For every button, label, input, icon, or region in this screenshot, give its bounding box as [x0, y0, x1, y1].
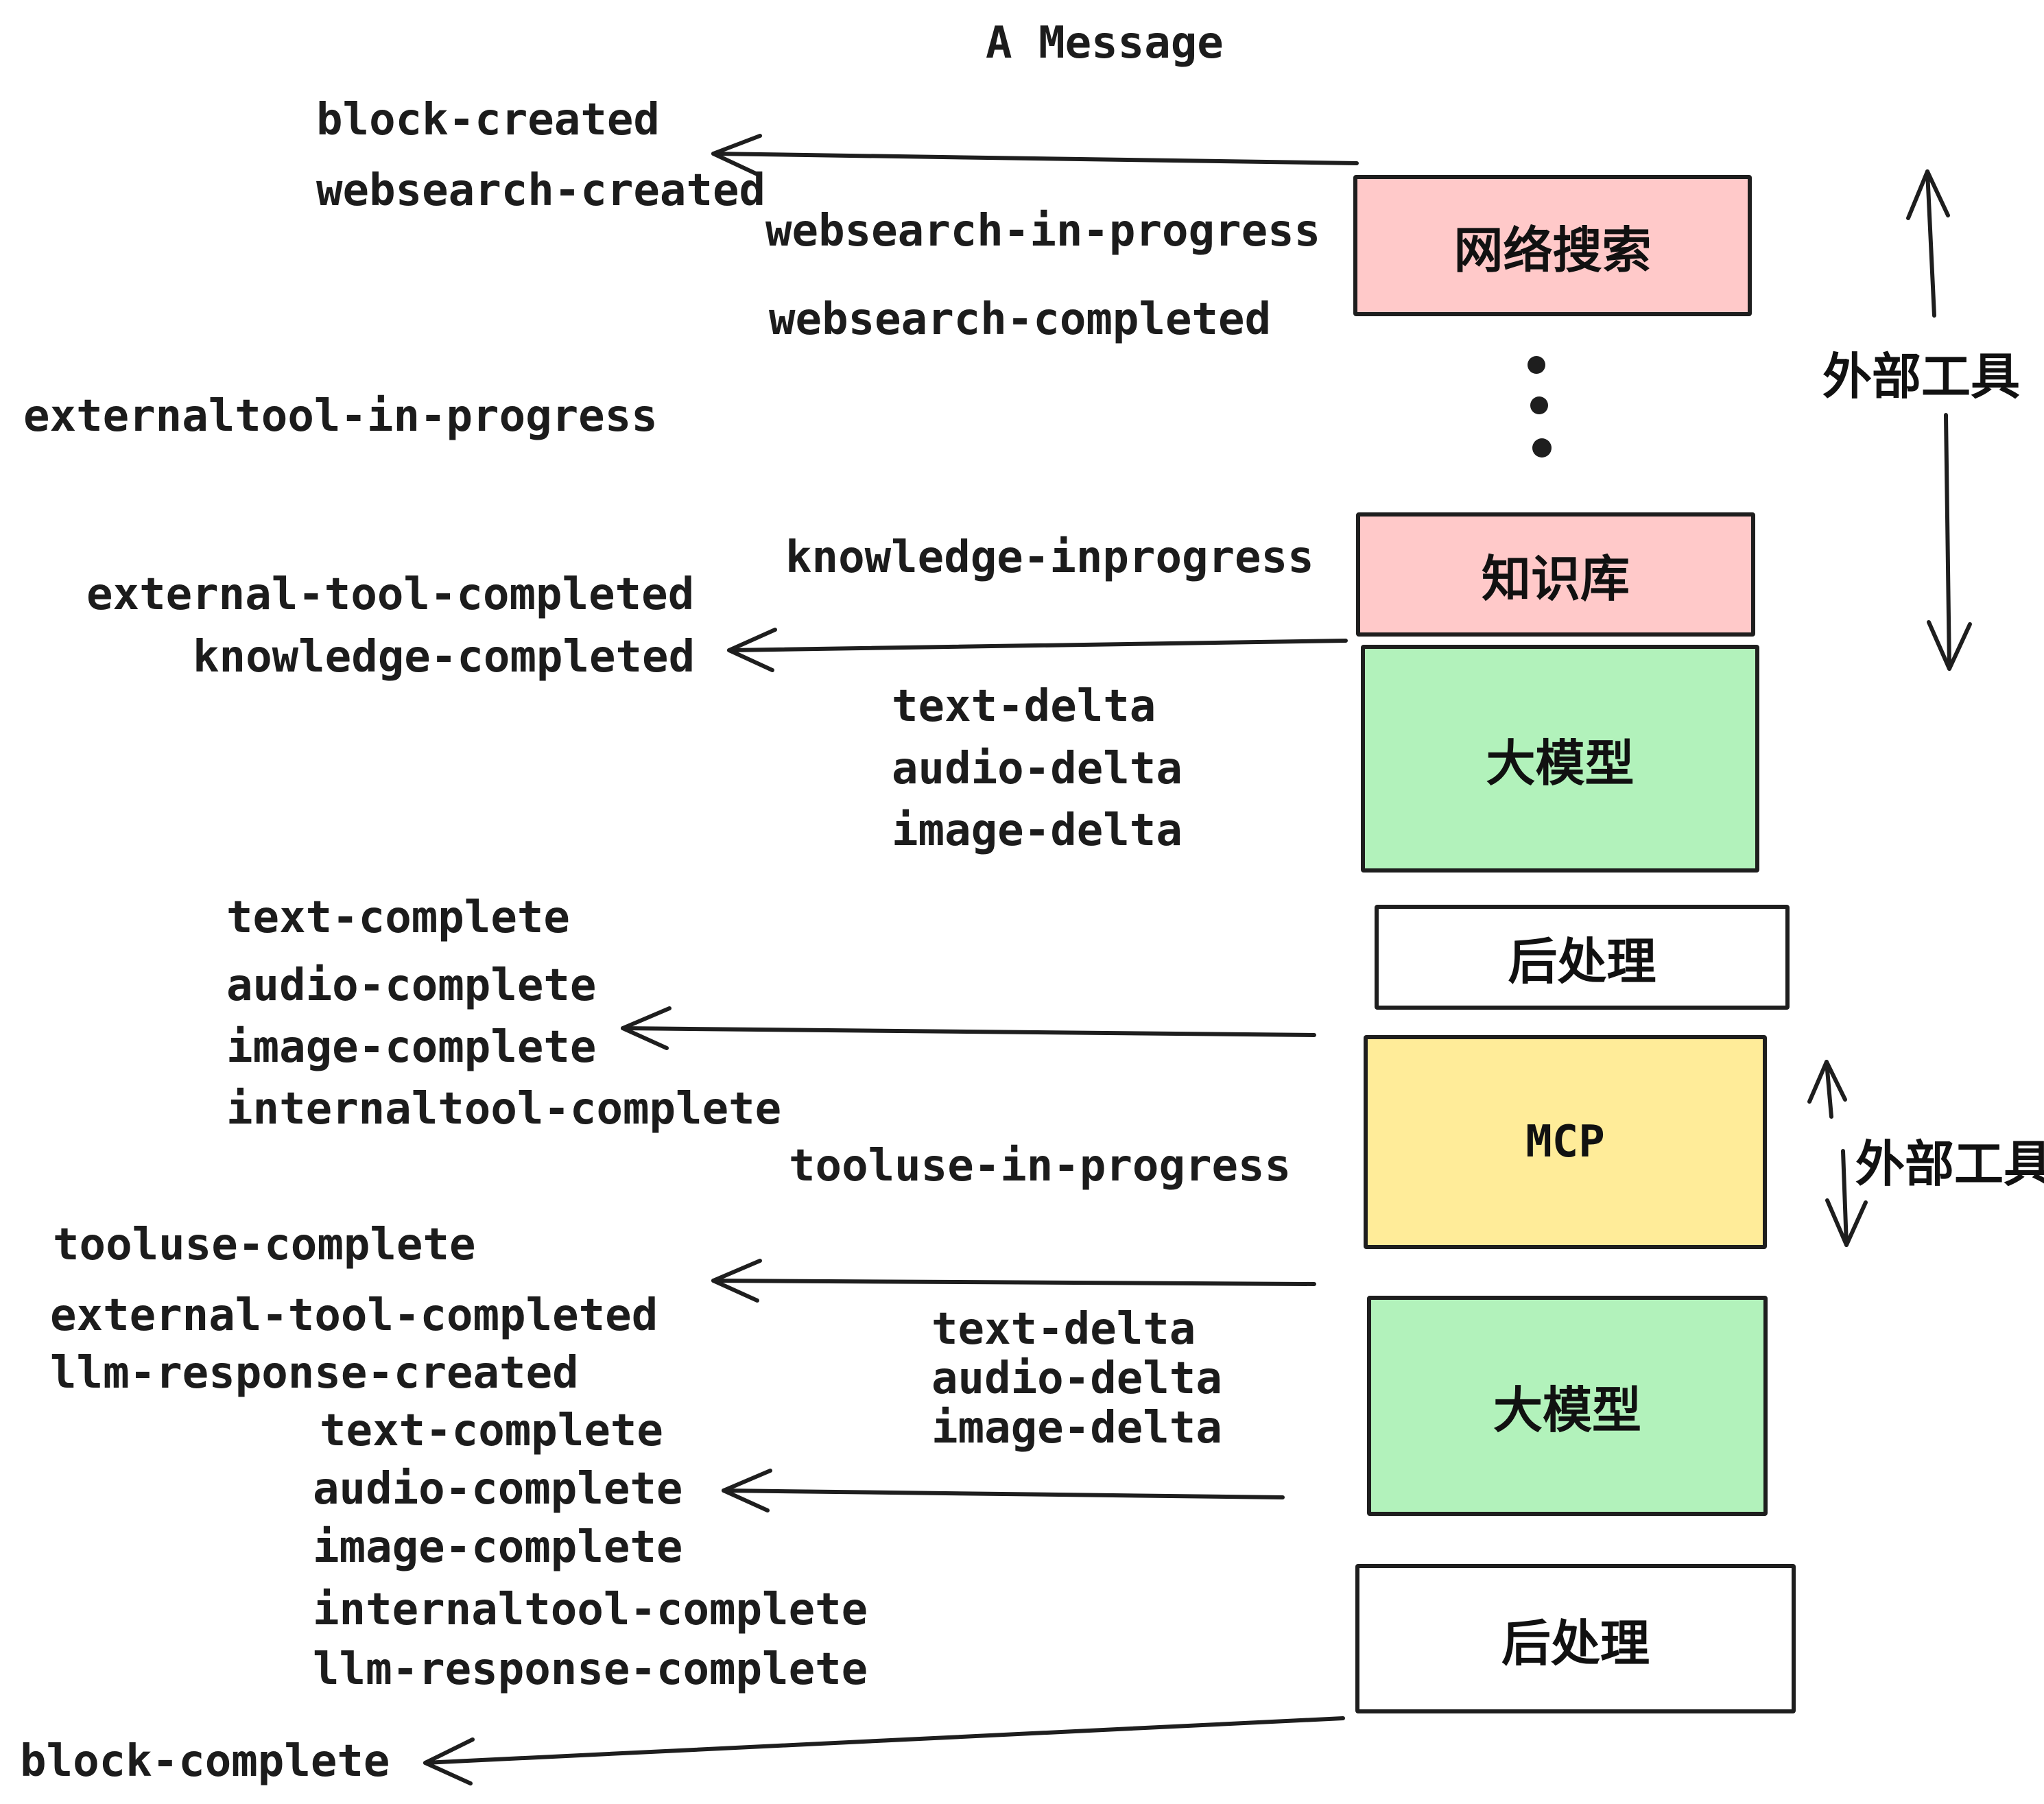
event-block-complete: block-complete [20, 1736, 390, 1787]
event-text-complete-2: text-complete [320, 1405, 663, 1456]
ellipsis-dots [1528, 356, 1552, 458]
external-tool-span-down-arrow-2 [1825, 1149, 1868, 1247]
event-audio-delta-1: audio-delta [892, 744, 1183, 794]
node-mcp-label: MCP [1525, 1117, 1605, 1167]
node-websearch-label: 网络搜索 [1453, 221, 1652, 279]
node-llm-1-label: 大模型 [1486, 734, 1635, 792]
external-tool-span-up-arrow-1 [1906, 169, 1950, 318]
event-websearch-completed: websearch-completed [769, 294, 1272, 345]
event-knowledge-completed: knowledge-completed [193, 632, 696, 683]
node-websearch: 网络搜索 [1353, 175, 1752, 316]
arrow-to-block-complete [423, 1716, 1345, 1785]
event-image-delta-1: image-delta [892, 805, 1183, 856]
external-tool-label-1: 外部工具 [1822, 348, 2021, 405]
node-postprocess-2-label: 后处理 [1501, 1614, 1650, 1672]
event-external-tool-completed: external-tool-completed [86, 569, 695, 620]
event-text-complete-1: text-complete [226, 892, 570, 943]
node-llm-2: 大模型 [1367, 1296, 1768, 1516]
external-tool-label-2: 外部工具 [1855, 1135, 2044, 1193]
event-websearch-in-progress: websearch-in-progress [765, 206, 1321, 257]
external-tool-span-down-arrow-1 [1927, 413, 1972, 671]
node-llm-1: 大模型 [1361, 645, 1759, 873]
node-postprocess-1-label: 后处理 [1508, 933, 1656, 990]
event-tooluse-in-progress: tooluse-in-progress [789, 1141, 1292, 1191]
event-image-delta-2: image-delta [931, 1403, 1222, 1453]
node-llm-2-label: 大模型 [1493, 1381, 1641, 1439]
event-image-complete-2: image-complete [313, 1522, 683, 1573]
arrow-to-tooluse-complete [711, 1259, 1316, 1303]
external-tool-span-up-arrow-2 [1807, 1060, 1847, 1119]
event-externaltool-in-progress: externaltool-in-progress [23, 391, 658, 442]
node-knowledge-label: 知识库 [1481, 550, 1630, 608]
event-audio-delta-2: audio-delta [931, 1353, 1222, 1404]
event-knowledge-inprogress: knowledge-inprogress [785, 532, 1314, 583]
event-llm-response-complete: llm-response-complete [313, 1644, 868, 1695]
node-mcp: MCP [1364, 1035, 1767, 1249]
node-postprocess-1: 后处理 [1375, 905, 1790, 1010]
event-block-created: block-created [316, 95, 660, 145]
event-internaltool-complete-1: internaltool-complete [226, 1084, 782, 1135]
event-tooluse-complete: tooluse-complete [53, 1220, 476, 1270]
event-text-delta-2: text-delta [931, 1304, 1196, 1355]
node-postprocess-2: 后处理 [1355, 1564, 1796, 1713]
event-websearch-created: websearch-created [316, 165, 766, 216]
arrow-to-complete-group-2 [722, 1469, 1285, 1512]
event-external-tool-completed-2: external-tool-completed [50, 1290, 658, 1341]
diagram-title: A Message [986, 18, 1224, 69]
arrow-to-complete-group-1 [621, 1006, 1316, 1050]
event-audio-complete-1: audio-complete [226, 960, 597, 1011]
node-knowledge: 知识库 [1356, 512, 1755, 637]
event-image-complete-1: image-complete [226, 1022, 597, 1073]
event-audio-complete-2: audio-complete [313, 1464, 683, 1515]
arrow-to-websearch-created [711, 134, 1359, 176]
event-text-delta-1: text-delta [892, 681, 1156, 732]
event-llm-response-created: llm-response-created [50, 1348, 579, 1399]
event-internaltool-complete-2: internaltool-complete [313, 1585, 868, 1635]
arrow-to-knowledge-completed [727, 628, 1348, 672]
